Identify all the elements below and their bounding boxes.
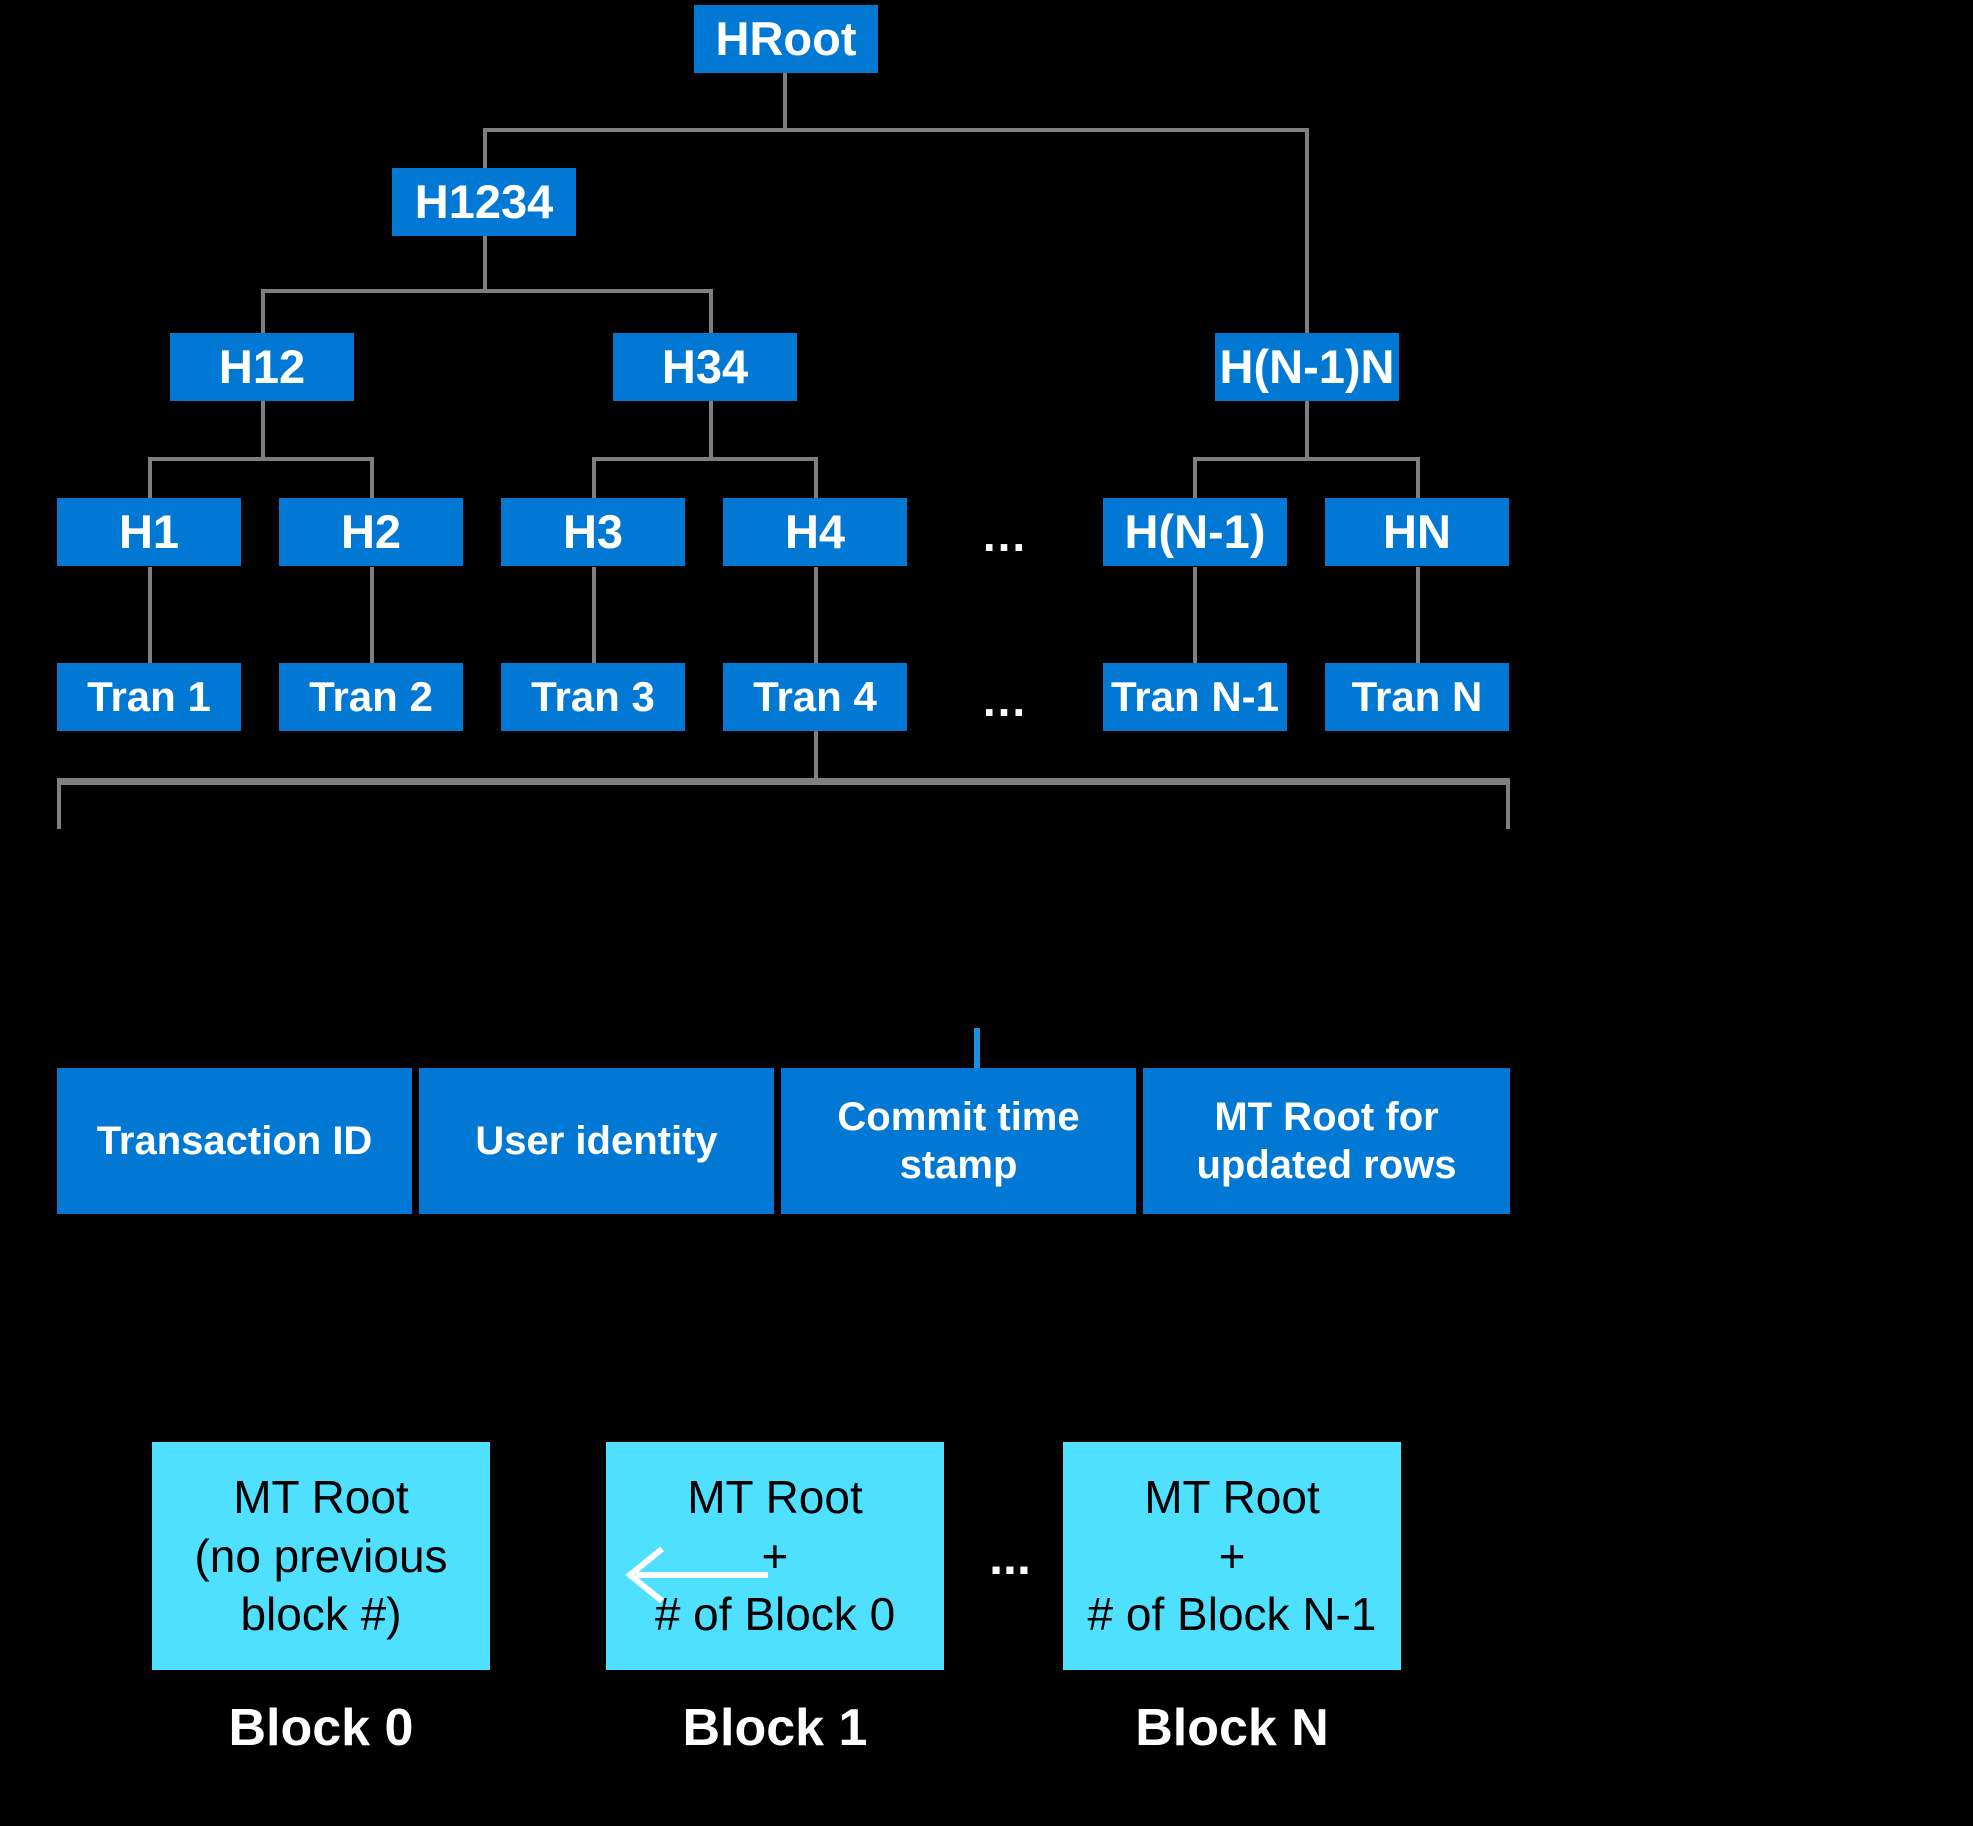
- node-hn-1-label: H(N-1): [1124, 504, 1266, 558]
- detail-bracket-left-leg: [57, 778, 61, 829]
- ellipsis-tran-row: ...: [982, 674, 1028, 726]
- ellipsis-block-row: ...: [989, 1529, 1031, 1585]
- detail-cell-user-identity[interactable]: User identity: [419, 1068, 774, 1214]
- connector-to-hn: [1416, 457, 1420, 501]
- node-h12[interactable]: H12: [170, 333, 354, 401]
- block-node-n[interactable]: MT Root + # of Block N-1: [1063, 1442, 1401, 1670]
- node-h1[interactable]: H1: [57, 498, 241, 566]
- node-h3-label: H3: [562, 504, 624, 558]
- connector-to-hn1n: [1305, 128, 1309, 336]
- connector-h4-tran4: [814, 567, 818, 665]
- arrow-block1-to-block0: [625, 1546, 768, 1604]
- connector-to-h2: [370, 457, 374, 501]
- connector-h2-tran2: [370, 567, 374, 665]
- block-caption-1: Block 1: [682, 1699, 868, 1757]
- connector-to-h1: [148, 457, 152, 501]
- node-tran-4-label: Tran 4: [753, 673, 877, 721]
- connector-hn1n-stem: [1305, 399, 1309, 459]
- connector-to-h12: [261, 289, 265, 334]
- detail-cell-commit-time-stamp-label: Commit time stamp: [837, 1095, 1080, 1187]
- connector-h34-stem: [709, 399, 713, 459]
- connector-to-h34: [709, 289, 713, 334]
- connector-h1234-stem: [483, 235, 487, 292]
- block-node-1[interactable]: MT Root + # of Block 0: [606, 1442, 944, 1670]
- node-hn-label: HN: [1383, 504, 1451, 558]
- detail-bracket-top: [57, 778, 1510, 785]
- node-tran-2[interactable]: Tran 2: [279, 663, 463, 731]
- ellipsis-hash-row: ...: [982, 509, 1028, 561]
- connector-hn-1-trann-1: [1193, 567, 1197, 665]
- connector-h12-stem: [261, 399, 265, 459]
- node-tran-3-label: Tran 3: [531, 673, 655, 721]
- node-h1-label: H1: [118, 504, 180, 558]
- node-h34[interactable]: H34: [613, 333, 797, 401]
- node-hroot[interactable]: HRoot: [694, 5, 878, 73]
- node-hn-1n[interactable]: H(N-1)N: [1215, 333, 1399, 401]
- node-h4-label: H4: [784, 504, 846, 558]
- detail-cell-mt-root-updated-rows-label: MT Root for updated rows: [1196, 1095, 1457, 1187]
- detail-cell-mt-root-updated-rows[interactable]: MT Root for updated rows: [1143, 1068, 1510, 1214]
- connector-root-stem: [783, 73, 787, 130]
- detail-cell-transaction-id-label: Transaction ID: [96, 1119, 373, 1163]
- node-tran-2-label: Tran 2: [309, 673, 433, 721]
- node-tran-n-label: Tran N: [1351, 673, 1483, 721]
- connector-root-bus: [483, 128, 1309, 132]
- node-hn[interactable]: HN: [1325, 498, 1509, 566]
- node-h3[interactable]: H3: [501, 498, 685, 566]
- connector-tran4-to-bracket: [814, 729, 818, 781]
- detail-cell-transaction-id[interactable]: Transaction ID: [57, 1068, 412, 1214]
- node-hn-1n-label: H(N-1)N: [1219, 339, 1395, 393]
- node-h1234-label: H1234: [414, 174, 554, 228]
- connector-to-h3: [592, 457, 596, 501]
- node-h2[interactable]: H2: [279, 498, 463, 566]
- connector-h3-tran3: [592, 567, 596, 665]
- connector-to-hn-1: [1193, 457, 1197, 501]
- connector-to-h4: [814, 457, 818, 501]
- block-node-0[interactable]: MT Root (no previous block #): [152, 1442, 490, 1670]
- connector-h34-bus: [592, 457, 818, 461]
- connector-hn1n-bus: [1193, 457, 1420, 461]
- connector-to-h1234: [483, 128, 487, 173]
- node-tran-n[interactable]: Tran N: [1325, 663, 1509, 731]
- connector-h1-tran1: [148, 567, 152, 665]
- node-h2-label: H2: [340, 504, 402, 558]
- block-caption-n: Block N: [1135, 1699, 1329, 1757]
- node-h1234[interactable]: H1234: [392, 168, 576, 236]
- node-hn-1[interactable]: H(N-1): [1103, 498, 1287, 566]
- node-tran-1-label: Tran 1: [87, 673, 211, 721]
- connector-hn-trann: [1416, 567, 1420, 665]
- detail-bracket-right-leg: [1506, 778, 1510, 829]
- node-tran-3[interactable]: Tran 3: [501, 663, 685, 731]
- node-hroot-label: HRoot: [715, 11, 857, 65]
- detail-cell-user-identity-label: User identity: [475, 1119, 718, 1163]
- connector-h1234-bus: [261, 289, 713, 293]
- node-tran-n-1[interactable]: Tran N-1: [1103, 663, 1287, 731]
- connector-h12-bus: [148, 457, 374, 461]
- node-h4[interactable]: H4: [723, 498, 907, 566]
- node-h12-label: H12: [218, 339, 306, 393]
- node-tran-4[interactable]: Tran 4: [723, 663, 907, 731]
- node-tran-n-1-label: Tran N-1: [1110, 673, 1280, 721]
- node-h34-label: H34: [661, 339, 749, 393]
- node-tran-1[interactable]: Tran 1: [57, 663, 241, 731]
- block-caption-0: Block 0: [228, 1699, 414, 1757]
- detail-cell-commit-time-stamp[interactable]: Commit time stamp: [781, 1068, 1136, 1214]
